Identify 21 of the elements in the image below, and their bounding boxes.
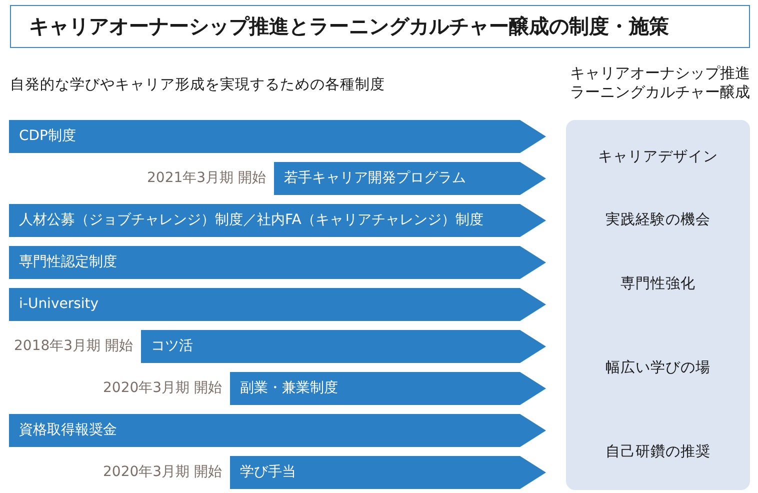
bar-label: 資格取得報奨金 xyxy=(19,421,117,440)
category-label: 自己研鑽の推奨 xyxy=(606,443,710,462)
panel-heading: キャリアオーナシップ推進ラーニングカルチャー醸成 xyxy=(569,64,750,102)
bar-label: 学び手当 xyxy=(240,463,296,482)
start-date-label: 2020年3月期 開始 xyxy=(103,379,222,398)
category-label: キャリアデザイン xyxy=(598,148,718,167)
start-date-label: 2020年3月期 開始 xyxy=(103,463,222,482)
category-label: 専門性強化 xyxy=(620,275,696,294)
column-heading: 自発的な学びやキャリア形成を実現するための各種制度 xyxy=(10,76,385,95)
bar-label: CDP制度 xyxy=(19,127,76,146)
start-date-label: 2018年3月期 開始 xyxy=(14,337,133,356)
bar-label: 若手キャリア開発プログラム xyxy=(284,169,466,188)
bar-label: i-University xyxy=(19,295,99,314)
title-banner: キャリアオーナーシップ推進とラーニングカルチャー醸成の制度・施策 xyxy=(10,5,750,48)
bar-label: 専門性認定制度 xyxy=(19,253,117,272)
category-label: 幅広い学びの場 xyxy=(606,358,710,378)
bar-label: 人材公募（ジョブチャレンジ）制度／社内FA（キャリアチャレンジ）制度 xyxy=(19,211,484,230)
bar-label: 副業・兼業制度 xyxy=(240,379,338,398)
category-label: 実践経験の機会 xyxy=(606,210,710,230)
bar-label: コツ活 xyxy=(151,337,193,356)
start-date-label: 2021年3月期 開始 xyxy=(147,169,266,188)
